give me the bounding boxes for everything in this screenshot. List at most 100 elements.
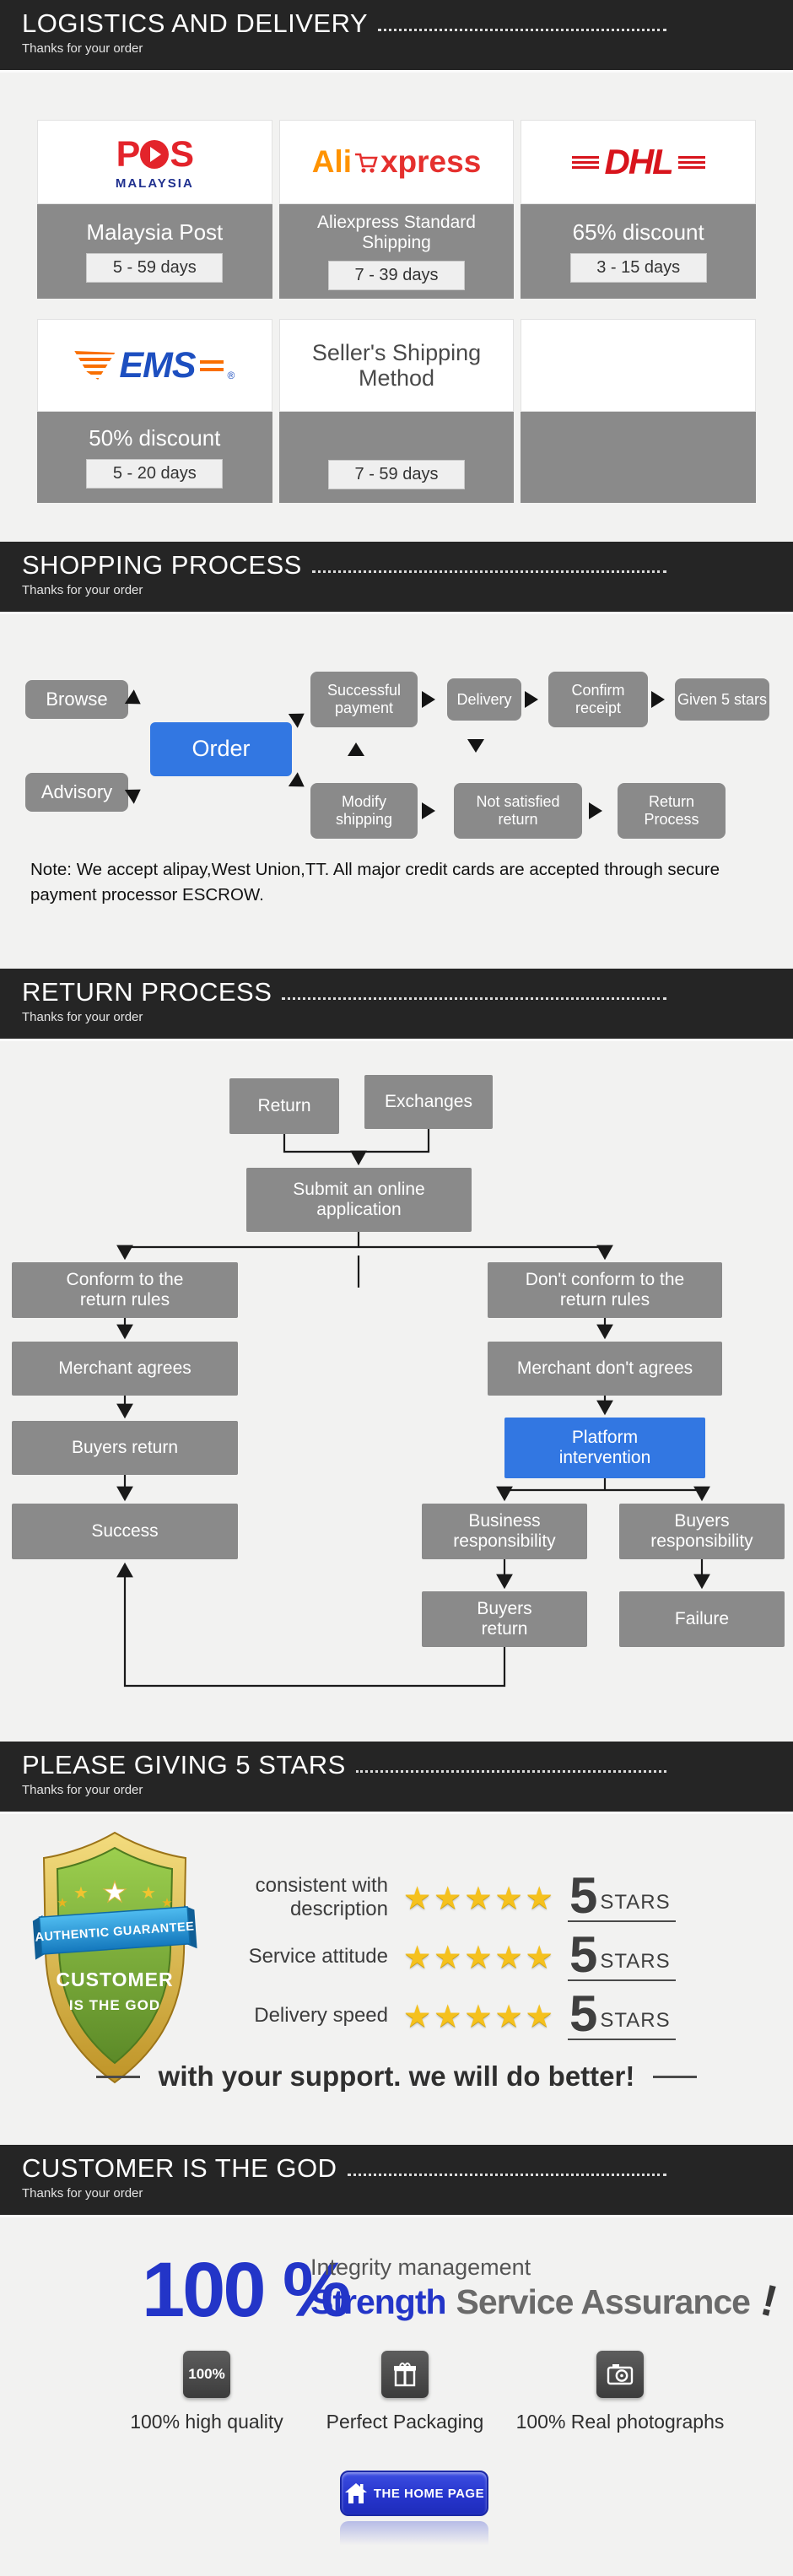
- exclamation-mark: !: [756, 2276, 782, 2327]
- return-title: RETURN PROCESS: [22, 977, 272, 1007]
- seller-method-name: Seller's Shipping Method: [311, 339, 482, 391]
- logistics-section: P S MALAYSIA Malaysia Post 5 - 59 days A…: [0, 73, 793, 542]
- ems-stripes-icon: [74, 351, 116, 380]
- ems-days-badge: 5 - 20 days: [86, 458, 224, 489]
- house-icon: [344, 2483, 367, 2503]
- flow-node-order: Order: [150, 722, 292, 776]
- logistics-subtitle: Thanks for your order: [22, 41, 143, 56]
- ems-wordmark: EMS: [119, 344, 196, 386]
- flow-node-successful-payment: Successful payment: [310, 672, 418, 727]
- arrow-right-icon: [422, 802, 435, 819]
- feature-label: 100% high quality: [130, 2411, 283, 2433]
- shipping-table-row-2: EMS ® 50% discount 5 - 20 days Seller's …: [37, 319, 757, 503]
- badge-ribbon: AUTHENTIC GUARANTEE: [32, 1905, 197, 1960]
- dhl-speed-lines-icon: [677, 155, 705, 169]
- empty-logo-cell: [521, 319, 757, 412]
- ems-service-cell: 50% discount 5 - 20 days: [37, 412, 272, 503]
- stars-section: ★ ★ ★ ★ ★ AUTHENTIC GUARANTEE CUSTOMER I…: [0, 1814, 793, 2145]
- pos-letter-p: P: [116, 133, 141, 175]
- flow-node-merchant-dont-agrees: Merchant don't agrees: [488, 1342, 722, 1396]
- shipping-table-row-1: P S MALAYSIA Malaysia Post 5 - 59 days A…: [37, 120, 757, 299]
- assurance-headline: Integrity management Strength Service As…: [310, 2255, 781, 2333]
- button-reflection: [340, 2521, 488, 2553]
- score-group: 5 STARS: [568, 1985, 676, 2042]
- badge-100-text: 100%: [188, 2366, 225, 2382]
- strength-text: Strength: [310, 2282, 447, 2321]
- payment-note: Note: We accept alipay,West Union,TT. Al…: [30, 860, 720, 905]
- seller-days-cell: 7 - 59 days: [278, 412, 515, 503]
- feature-high-quality: 100% 100% high quality: [80, 2351, 333, 2433]
- arrow-up-icon: [348, 743, 364, 756]
- customer-title: CUSTOMER IS THE GOD: [22, 2153, 337, 2183]
- aliexpress-service-cell: Aliexpress Standard Shipping 7 - 39 days: [278, 204, 515, 299]
- home-page-button[interactable]: THE HOME PAGE: [340, 2471, 488, 2516]
- cart-icon: [354, 153, 378, 173]
- return-subtitle: Thanks for your order: [22, 1010, 143, 1024]
- customer-header: CUSTOMER IS THE GOD Thanks for your orde…: [0, 2145, 793, 2217]
- dhl-logo: DHL: [521, 120, 757, 204]
- score-group: 5 STARS: [568, 1871, 676, 1922]
- feature-label: 100% Real photographs: [515, 2411, 725, 2433]
- flow-node-merchant-agrees: Merchant agrees: [12, 1342, 238, 1396]
- dhl-wordmark: DHL: [604, 142, 674, 181]
- rating-row-delivery: Delivery speed ★★★★★ 5 STARS: [211, 1985, 785, 2042]
- flow-node-conform-rules: Conform to the return rules: [12, 1262, 238, 1318]
- feature-label: Perfect Packaging: [326, 2411, 484, 2433]
- dhl-days-badge: 3 - 15 days: [569, 252, 707, 283]
- dotted-rule: [347, 2173, 666, 2176]
- customer-subtitle: Thanks for your order: [22, 2186, 143, 2201]
- pos-malaysia-wordmark: MALAYSIA: [115, 176, 194, 191]
- flow-node-business-responsibility: Business responsibility: [422, 1504, 587, 1559]
- rating-row-description: consistent with description ★★★★★ 5 STAR…: [211, 1871, 785, 1922]
- shopping-subtitle: Thanks for your order: [22, 583, 143, 597]
- five-stars-icon: ★★★★★: [403, 1998, 556, 2033]
- gift-icon: [381, 2351, 429, 2398]
- aliexpress-days-badge: 7 - 39 days: [328, 260, 465, 290]
- dhl-speed-lines-icon: [571, 155, 599, 169]
- badge-100-icon: 100%: [183, 2351, 230, 2398]
- score-unit: STARS: [600, 1950, 671, 1973]
- rating-label: consistent with description: [255, 1874, 388, 1920]
- score-number: 5: [569, 1985, 598, 2042]
- aliexpress-ali-text: Ali: [311, 144, 352, 179]
- flow-node-buyers-return: Buyers return: [12, 1421, 238, 1475]
- arrow-right-icon: [651, 691, 665, 708]
- flow-node-advisory: Advisory: [25, 773, 128, 812]
- flow-connector-lines: [116, 1129, 710, 1688]
- carrier-pos-malaysia: P S MALAYSIA Malaysia Post 5 - 59 days: [37, 120, 272, 299]
- ems-stripes-icon: [199, 359, 224, 371]
- flow-node-modify-shipping: Modify shipping: [310, 783, 418, 839]
- logistics-title: LOGISTICS AND DELIVERY: [22, 8, 369, 38]
- rating-label: Delivery speed: [254, 2004, 388, 2027]
- support-footer-text: with your support. we will do better!: [158, 2060, 635, 2092]
- flow-node-submit-application: Submit an online application: [246, 1168, 472, 1232]
- dotted-rule: [282, 996, 666, 1000]
- badge-line1: CUSTOMER: [56, 1968, 173, 1990]
- carrier-seller-method: Seller's Shipping Method 7 - 59 days: [278, 319, 515, 503]
- dhl-service-name: 65% discount: [572, 219, 704, 246]
- feature-packaging: Perfect Packaging: [278, 2351, 531, 2433]
- stars-title: PLEASE GIVING 5 STARS: [22, 1750, 346, 1779]
- pos-malaysia-logo: P S MALAYSIA: [37, 120, 272, 204]
- carrier-aliexpress: Ali xpress Aliexpress Standard Shipping …: [278, 120, 515, 299]
- star-icon: ★: [141, 1884, 156, 1903]
- flow-node-browse: Browse: [25, 680, 128, 719]
- dhl-service-cell: 65% discount 3 - 15 days: [521, 204, 757, 299]
- flow-node-buyers-return-2: Buyers return: [422, 1591, 587, 1647]
- score-number: 5: [569, 1926, 598, 1983]
- aliexpress-xpress-text: xpress: [380, 144, 482, 179]
- service-assurance-text: Service Assurance: [456, 2282, 751, 2321]
- customer-section: 100 % Integrity management Strength Serv…: [0, 2217, 793, 2576]
- seller-method-cell: Seller's Shipping Method: [278, 319, 515, 412]
- carrier-ems: EMS ® 50% discount 5 - 20 days: [37, 319, 272, 503]
- flow-node-return-process: Return Process: [618, 783, 726, 839]
- pos-service-cell: Malaysia Post 5 - 59 days: [37, 204, 272, 299]
- dotted-rule: [378, 28, 666, 31]
- pos-days-badge: 5 - 59 days: [86, 252, 224, 283]
- carrier-empty: [521, 319, 757, 503]
- pos-arrow-icon: [140, 140, 170, 169]
- five-stars-icon: ★★★★★: [403, 1880, 556, 1915]
- flow-node-platform-intervention: Platform intervention: [504, 1418, 705, 1478]
- five-stars-icon: ★★★★★: [403, 1939, 556, 1974]
- logistics-header: LOGISTICS AND DELIVERY Thanks for your o…: [0, 0, 793, 73]
